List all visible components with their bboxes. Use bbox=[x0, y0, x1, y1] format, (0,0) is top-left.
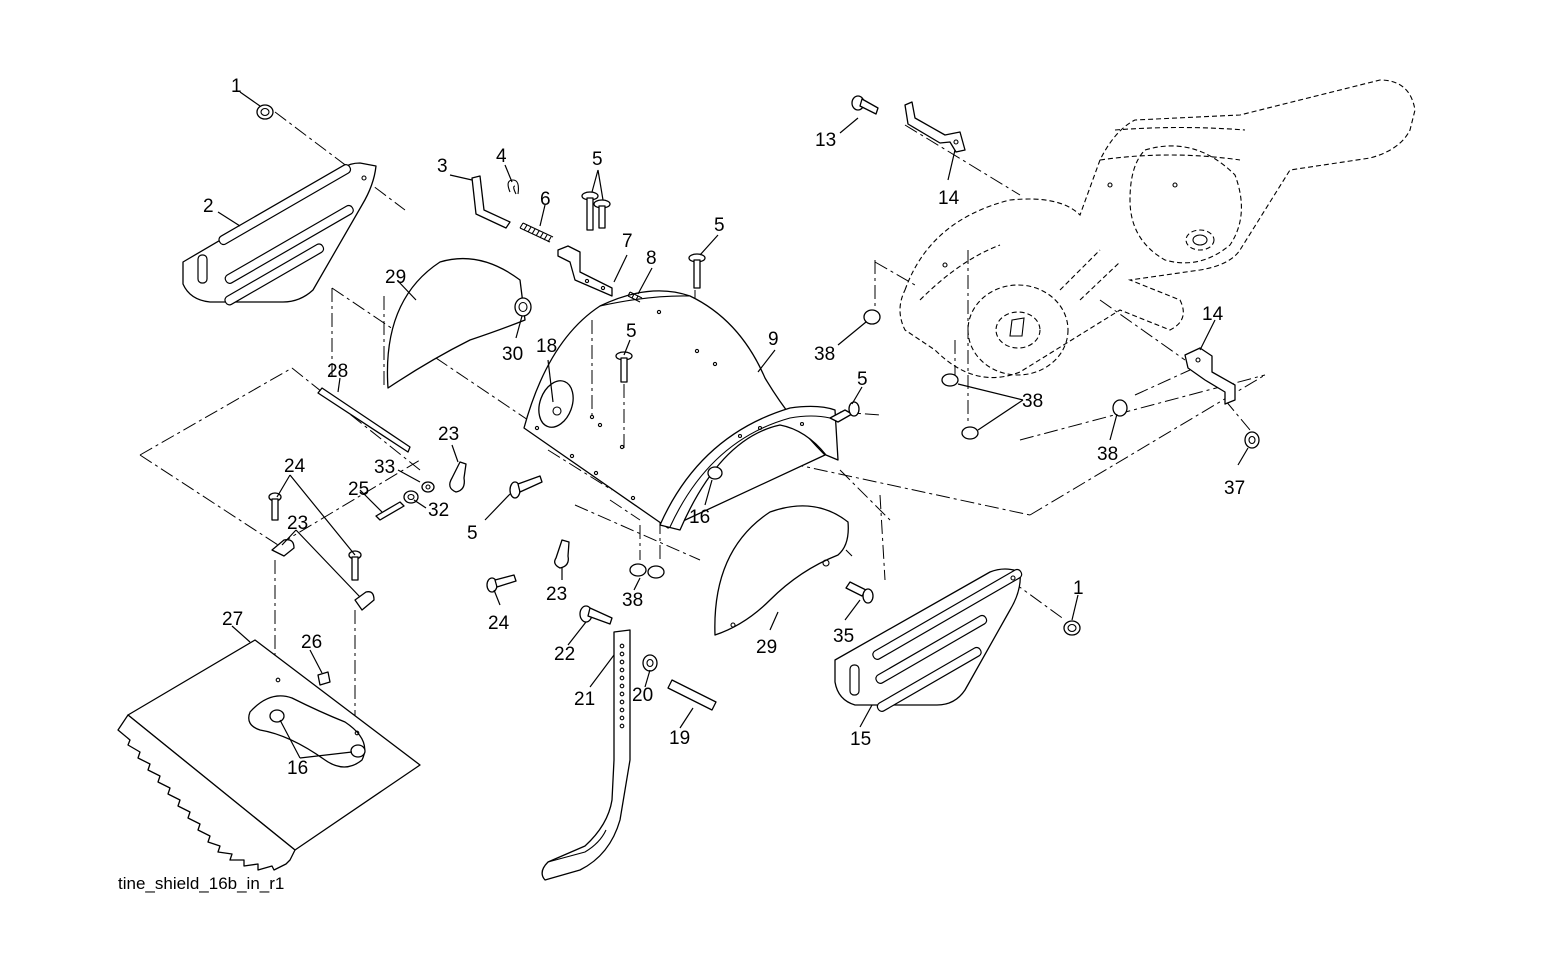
callout-16-flap27: 16 bbox=[287, 758, 308, 779]
bolt-5-vertical bbox=[688, 253, 706, 289]
callout-14-top: 14 bbox=[938, 188, 960, 209]
callout-5-lower: 5 bbox=[467, 523, 478, 544]
callout-28: 28 bbox=[327, 361, 348, 382]
clamp-23-lower bbox=[554, 539, 570, 569]
callout-13: 13 bbox=[815, 130, 836, 151]
hairpin-clip-4 bbox=[507, 179, 519, 195]
nut-1-right bbox=[1063, 620, 1081, 636]
callout-38-pair: 38 bbox=[1022, 391, 1043, 412]
callout-19: 19 bbox=[669, 728, 690, 749]
nuts-38-right bbox=[863, 309, 1128, 440]
callout-5-top: 5 bbox=[592, 149, 603, 170]
callout-37: 37 bbox=[1224, 478, 1245, 499]
callout-30: 30 bbox=[502, 344, 523, 365]
bolt-5-top-pair bbox=[581, 191, 611, 231]
callout-38-upper: 38 bbox=[814, 344, 835, 365]
callout-29-lower: 29 bbox=[756, 637, 777, 658]
transmission-ghost bbox=[899, 79, 1416, 379]
bracket-14-top bbox=[904, 101, 966, 153]
left-half-shield bbox=[386, 257, 526, 389]
latch-pin-3 bbox=[471, 175, 511, 229]
callout-25: 25 bbox=[348, 479, 369, 500]
bolt-5-right bbox=[829, 401, 860, 423]
callout-18: 18 bbox=[536, 336, 557, 357]
nut-20 bbox=[642, 654, 658, 672]
callout-23-upper: 23 bbox=[438, 424, 459, 445]
rear-flap-16 bbox=[659, 405, 839, 531]
callout-5-right: 5 bbox=[857, 369, 868, 390]
bolt-22 bbox=[579, 605, 613, 625]
callout-23-lower: 23 bbox=[546, 584, 567, 605]
bolt-35 bbox=[845, 549, 874, 604]
callout-29-upper: 29 bbox=[385, 267, 406, 288]
leader-lines bbox=[217, 91, 1249, 759]
callout-14-right: 14 bbox=[1202, 304, 1224, 325]
callout-26: 26 bbox=[301, 632, 322, 653]
callout-35: 35 bbox=[833, 626, 854, 647]
pin-19 bbox=[667, 679, 717, 711]
callout-22: 22 bbox=[554, 644, 575, 665]
stake-holes bbox=[619, 643, 625, 729]
callout-9: 9 bbox=[768, 329, 779, 350]
callout-23-left: 23 bbox=[287, 513, 308, 534]
callout-5-middle: 5 bbox=[626, 321, 637, 342]
left-side-plate bbox=[182, 162, 377, 306]
callout-24-left: 24 bbox=[284, 456, 306, 477]
callout-16-flap: 16 bbox=[689, 507, 710, 528]
washer-33 bbox=[421, 481, 435, 493]
bolt-5-lower bbox=[509, 475, 543, 499]
drag-flap-27 bbox=[117, 639, 421, 871]
callout-33: 33 bbox=[374, 457, 395, 478]
clamp-23-left bbox=[271, 539, 375, 611]
nuts-38-middle bbox=[629, 563, 665, 579]
right-side-plate bbox=[834, 568, 1023, 712]
callout-1-left: 1 bbox=[231, 76, 242, 97]
right-half-shield bbox=[714, 505, 849, 636]
callout-21: 21 bbox=[574, 689, 595, 710]
callout-7: 7 bbox=[622, 231, 633, 252]
nut-1-left bbox=[256, 104, 274, 120]
callout-5-vertical: 5 bbox=[714, 215, 725, 236]
nut-30 bbox=[514, 297, 532, 317]
callout-27: 27 bbox=[222, 609, 243, 630]
bolt-5-middle bbox=[591, 320, 633, 450]
bolt-13 bbox=[851, 95, 879, 115]
bolt-24-lower bbox=[486, 574, 517, 593]
callout-3: 3 bbox=[437, 156, 448, 177]
callout-32: 32 bbox=[428, 500, 449, 521]
bolt-24-left bbox=[268, 492, 362, 581]
callout-6: 6 bbox=[540, 189, 551, 210]
callout-38-right: 38 bbox=[1097, 444, 1118, 465]
clamp-23-upper bbox=[449, 461, 467, 493]
callout-38-middle: 38 bbox=[622, 590, 643, 611]
nut-37 bbox=[1244, 431, 1260, 449]
callout-2: 2 bbox=[203, 196, 214, 217]
diagram-caption: tine_shield_16b_in_r1 bbox=[118, 874, 285, 893]
spring-8 bbox=[627, 291, 643, 303]
rod-28 bbox=[317, 387, 411, 453]
callout-1-right: 1 bbox=[1073, 578, 1084, 599]
callout-4: 4 bbox=[496, 146, 507, 167]
depth-stake-21 bbox=[541, 629, 631, 881]
pin-25 bbox=[375, 501, 405, 521]
spring-6 bbox=[519, 222, 554, 243]
callout-15: 15 bbox=[850, 729, 871, 750]
callout-24-lower: 24 bbox=[488, 613, 510, 634]
tine-shield-main bbox=[523, 290, 826, 529]
bracket-7 bbox=[557, 245, 613, 297]
bracket-14-right bbox=[1184, 347, 1236, 405]
callout-20: 20 bbox=[632, 685, 653, 706]
callout-8: 8 bbox=[646, 248, 657, 269]
callout-numbers: 1 2 3 4 5 6 7 8 5 29 30 18 5 9 28 23 24 … bbox=[203, 76, 1245, 779]
